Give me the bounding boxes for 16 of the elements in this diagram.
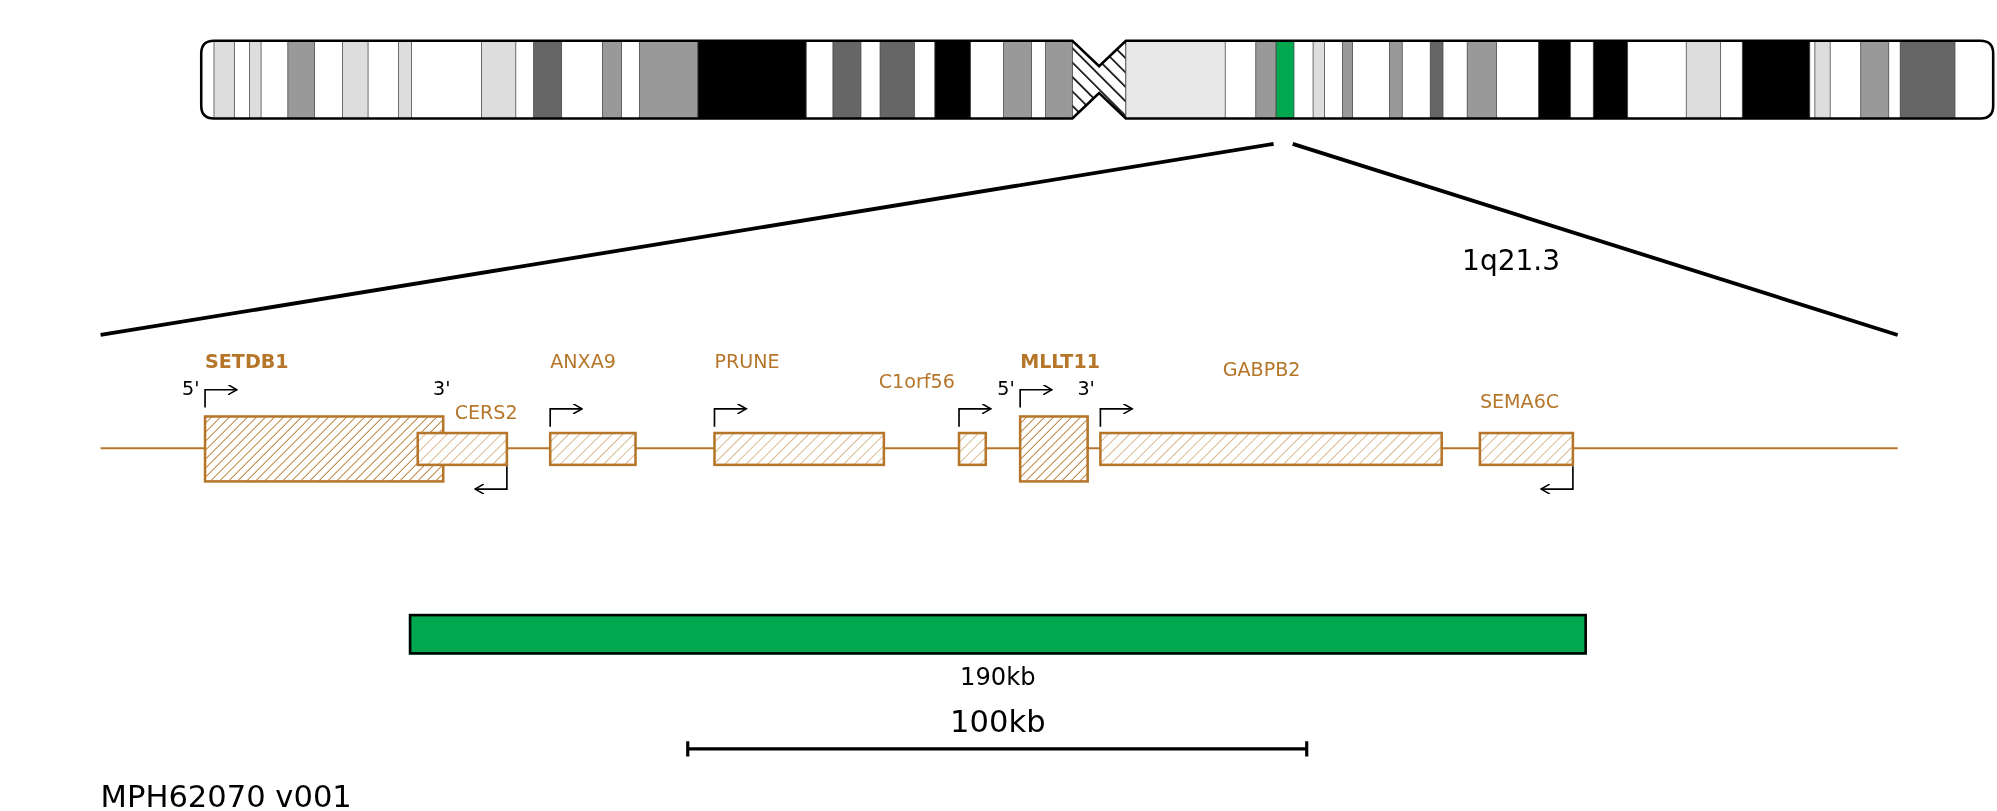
- strand-end-label: 3': [1077, 377, 1095, 400]
- gene-name: C1orf56: [878, 370, 955, 394]
- gene-name: SETDB1: [205, 350, 289, 374]
- gene-name: GABPB2: [1222, 357, 1301, 381]
- gene-name: MLLT11: [1020, 350, 1100, 374]
- probe-id-label: MPH62070 v001: [100, 778, 352, 811]
- strand-end-label: 5': [997, 377, 1015, 400]
- gene-name: SEMA6C: [1479, 389, 1560, 413]
- band-label: 1q21.3: [1462, 244, 1561, 278]
- strand-end-label: 3': [433, 377, 451, 400]
- strand-end-label: 5': [182, 377, 200, 400]
- gene-name: CERS2: [454, 401, 518, 425]
- gene-name: PRUNE: [714, 350, 780, 374]
- gene-name: ANXA9: [550, 350, 616, 374]
- scale-label: 100kb: [950, 703, 1046, 741]
- region-size-label: 190kb: [959, 662, 1037, 691]
